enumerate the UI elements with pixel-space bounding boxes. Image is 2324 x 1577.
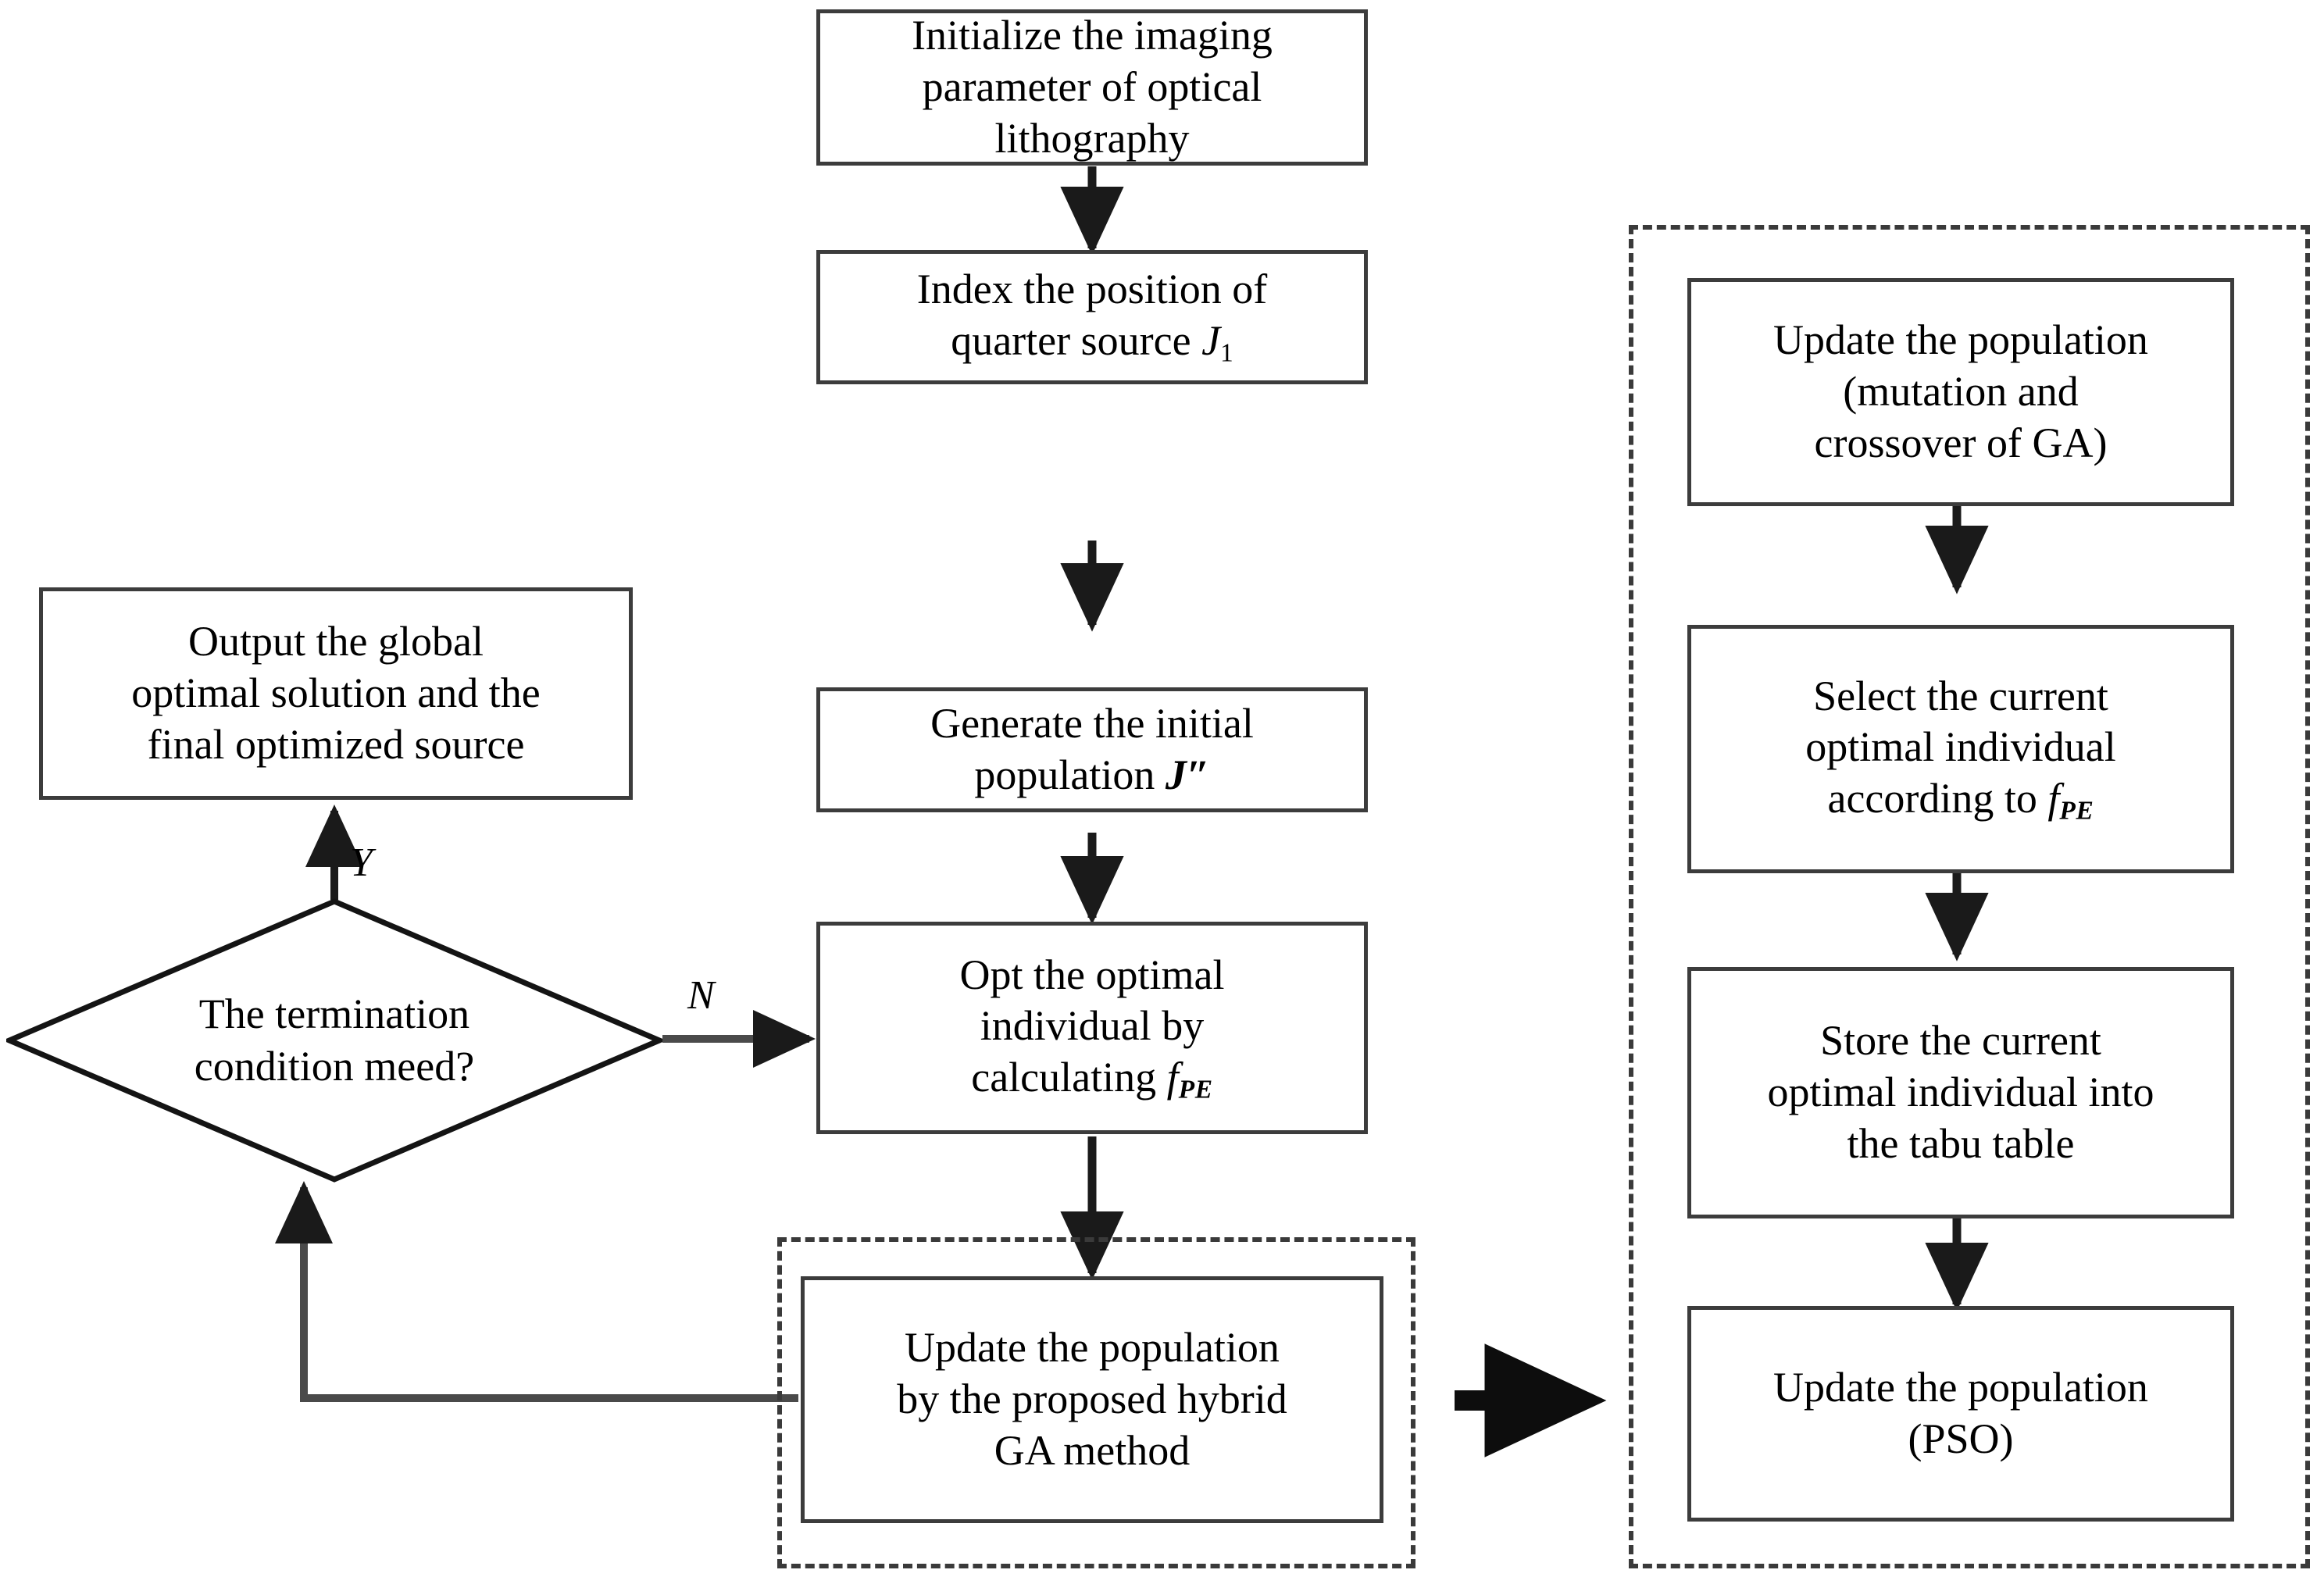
node-termination-text: The termination condition meed? [194, 990, 475, 1090]
symbol-f: f [1166, 1054, 1179, 1101]
edge-label-yes: Y [350, 840, 373, 885]
symbol-j-subscript: 1 [1220, 338, 1233, 368]
node-termination-decision[interactable]: The termination condition meed? [6, 898, 662, 1183]
node-output-global[interactable]: Output the global optimal solution and t… [39, 587, 633, 800]
node-store-tabu-text: Store the current optimal individual int… [1767, 1017, 2154, 1167]
node-generate-population-text: Generate the initial population J″ [930, 700, 1254, 798]
node-update-hybrid-ga[interactable]: Update the population by the proposed hy… [801, 1276, 1383, 1523]
symbol-j: J [1201, 317, 1221, 365]
node-initialize[interactable]: Initialize the imaging parameter of opti… [816, 9, 1368, 166]
node-opt-individual[interactable]: Opt the optimal individual by calculatin… [816, 922, 1368, 1134]
node-initialize-text: Initialize the imaging parameter of opti… [912, 12, 1273, 162]
node-update-pso[interactable]: Update the population (PSO) [1687, 1306, 2234, 1522]
node-select-current[interactable]: Select the current optimal individual ac… [1687, 625, 2234, 873]
node-generate-population[interactable]: Generate the initial population J″ [816, 687, 1368, 812]
symbol-f-subscript: PE [1178, 1075, 1213, 1104]
node-output-global-text: Output the global optimal solution and t… [131, 618, 541, 768]
node-update-pso-text: Update the population (PSO) [1773, 1364, 2148, 1462]
symbol-j-double-prime: J″ [1165, 751, 1210, 798]
node-select-current-text: Select the current optimal individual ac… [1805, 672, 2116, 826]
node-index-position-text: Index the position of quarter source J1 [916, 266, 1268, 368]
node-update-population-ga-text: Update the population (mutation and cros… [1773, 316, 2148, 466]
symbol-f-right: f [2047, 775, 2060, 822]
node-opt-individual-text: Opt the optimal individual by calculatin… [959, 951, 1225, 1104]
node-update-population-ga[interactable]: Update the population (mutation and cros… [1687, 278, 2234, 506]
symbol-f-right-subscript: PE [2059, 796, 2094, 826]
edge-label-no: N [687, 973, 715, 1018]
hybrid-ga-group [777, 1237, 1415, 1568]
node-store-tabu[interactable]: Store the current optimal individual int… [1687, 967, 2234, 1218]
diamond-shape [6, 898, 662, 1183]
node-index-position[interactable]: Index the position of quarter source J1 [816, 250, 1368, 384]
detail-group [1629, 225, 2310, 1568]
node-update-hybrid-ga-text: Update the population by the proposed hy… [897, 1324, 1287, 1474]
